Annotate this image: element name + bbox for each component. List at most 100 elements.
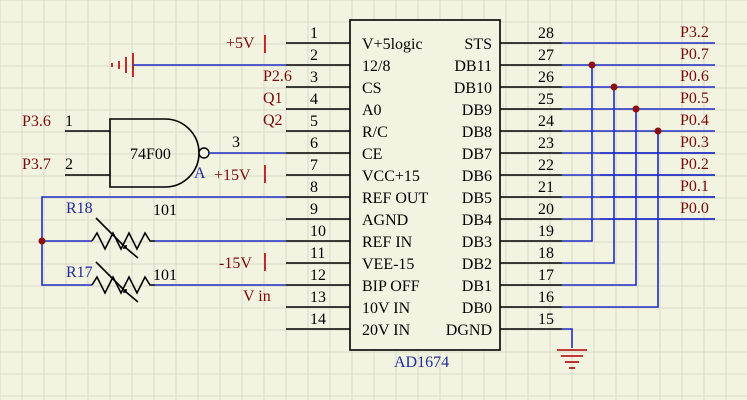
pin-name: DB9 [462,102,492,119]
pin-name: DB8 [462,124,492,141]
chip-right-pins: 28STS27DB1126DB1025DB924DB823DB722DB621D… [446,25,562,339]
gate-input2-label: P3.7 [22,156,51,173]
pin-number: 22 [538,157,554,174]
pin-number: 24 [538,113,554,130]
r17-name: R17 [66,264,93,281]
port-label: P0.0 [680,200,709,217]
pin-name: 20V IN [362,322,411,339]
pin-number: 19 [538,223,554,240]
gate-output-label: A [194,165,206,182]
port-labels: P3.2P0.7P0.6P0.5P0.4P0.3P0.2P0.1P0.0 [680,24,709,217]
pin-number: 23 [538,135,554,152]
pin-name: V+5logic [362,36,423,53]
label-q1: Q1 [263,90,283,107]
pin-number: 12 [310,267,326,284]
port-label: P0.1 [680,178,709,195]
pin-name: DB10 [454,80,492,97]
pin-name: VEE-15 [362,256,414,273]
data-bus-wires [562,42,715,308]
pin-name: CE [362,146,382,163]
pin-number: 1 [310,25,318,42]
port-label: P3.2 [680,24,709,41]
chip-body [349,19,501,351]
wire-dgnd [562,328,573,348]
pin-name: DB6 [462,168,492,185]
bus-tap [562,131,659,308]
pin-number: 17 [538,267,554,284]
resistor-r17 [91,261,155,303]
pin-name: 10V IN [362,300,411,317]
pin-name: CS [362,80,382,97]
pin-number: 20 [538,201,554,218]
pin-name: DB5 [462,190,492,207]
pin-name: AGND [362,212,408,229]
pin-name: BIP OFF [362,278,420,295]
pin-name: A0 [362,102,382,119]
junction [588,61,596,69]
pin-name: DB2 [462,256,492,273]
ground-symbol-pin2 [111,53,134,77]
nand-gate [109,118,200,188]
chip-name: AD1674 [394,354,449,371]
pin-number: 27 [538,47,554,64]
port-label: P0.3 [680,134,709,151]
pin-name: 12/8 [362,58,390,75]
label-plus5v: +5V [226,35,255,52]
gate-input1-pin: 1 [65,113,73,130]
port-label: P0.4 [680,112,709,129]
pin-number: 13 [310,289,326,306]
label-p2-6: P2.6 [263,68,292,85]
label-vin: V in [243,288,271,305]
resistor-r18 [91,217,155,259]
pin-number: 2 [310,47,318,64]
pin-name: DB4 [462,212,492,229]
port-label: P0.7 [680,46,709,63]
pin-number: 3 [310,69,318,86]
label-plus15v: +15V [214,167,251,184]
pin-number: 5 [310,113,318,130]
port-label: P0.2 [680,156,709,173]
pin-name: DB0 [462,300,492,317]
pin-name: DB7 [462,146,492,163]
pin-number: 10 [310,223,326,240]
junction [654,127,662,135]
pin-name: DB1 [462,278,492,295]
port-label: P0.5 [680,90,709,107]
pin-name: DGND [446,322,492,339]
pin-name: DB3 [462,234,492,251]
gate-input2-pin: 2 [65,156,73,173]
port-label: P0.6 [680,68,709,85]
bus-tap [562,87,615,264]
gate-name: 74F00 [130,146,171,163]
label-minus15v: -15V [219,255,252,272]
pin-number: 9 [310,201,318,218]
pin-number: 28 [538,25,554,42]
bus-tap [562,65,593,242]
pin-name: STS [464,36,492,53]
pin-number: 21 [538,179,554,196]
pin-name: VCC+15 [362,168,420,185]
pin-number: 14 [310,311,326,328]
nand-bubble [198,147,210,159]
pin-name: REF OUT [362,190,428,207]
pin-number: 15 [538,311,554,328]
pin-number: 7 [310,157,318,174]
pin-name: REF IN [362,234,413,251]
pin-name: R/C [362,124,388,141]
pin-number: 11 [310,245,325,262]
r17-value: 101 [153,267,177,284]
pin-number: 8 [310,179,318,196]
r18-value: 101 [153,202,177,219]
gate-output-pin: 3 [232,134,240,151]
label-q2: Q2 [263,112,283,129]
junction-left [38,237,46,245]
pin-number: 26 [538,69,554,86]
junction [632,105,640,113]
bus-tap [562,109,637,286]
gate-input1-label: P3.6 [22,113,51,130]
pin-number: 25 [538,91,554,108]
pin-number: 6 [310,135,318,152]
